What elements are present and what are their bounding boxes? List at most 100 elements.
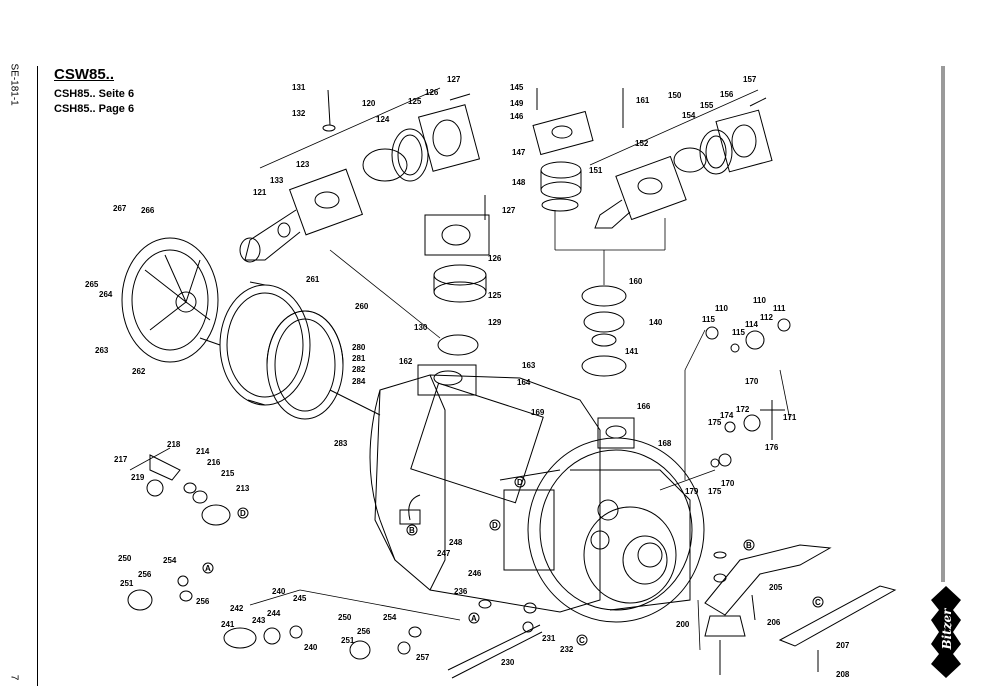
oil-separator-flange-assembly [532,88,594,212]
callout: 240 [272,587,286,596]
callout: 126 [488,254,502,263]
callout: 280 [352,343,366,352]
callout: 242 [230,604,244,613]
view-marker: C [579,636,585,645]
callout: 232 [560,645,574,654]
callout: 248 [449,538,463,547]
callout: 231 [542,634,556,643]
callout: 262 [132,367,146,376]
page-title: CSW85.. [54,66,115,83]
exploded-parts-drawing: 131 132 120 124 125 126 127 123 133 121 … [85,75,897,679]
callout: 256 [357,627,371,636]
callout: 247 [437,549,451,558]
callout: 110 [715,304,728,313]
callout: 157 [743,75,757,84]
subtitle-german: CSH85.. Seite 6 [54,88,135,100]
left-margin-rule [37,66,38,686]
callout: 283 [334,439,348,448]
callout: 230 [501,658,515,667]
callout: 162 [399,357,413,366]
view-marker-circles [202,476,824,646]
view-marker: C [815,598,821,607]
upper-left-flange-assembly [239,89,481,263]
callout: 151 [589,166,603,175]
callout: 163 [522,361,536,370]
callout: 250 [118,554,132,563]
view-marker: D [517,478,523,487]
callout: 213 [236,484,250,493]
callout: 208 [836,670,850,679]
view-marker: A [205,564,211,573]
callout: 140 [649,318,663,327]
callout: 111 [773,304,786,313]
bearing-flange-assembly [121,237,381,420]
view-marker: B [409,526,415,535]
callout: 218 [167,440,181,449]
callout: 145 [510,83,524,92]
upper-right-flange-assembly [594,88,773,229]
lower-left-fittings [127,454,543,679]
callout: 243 [252,616,266,625]
view-marker: B [746,541,752,550]
callout: 170 [745,377,759,386]
callout: 146 [510,112,524,121]
callout: 120 [362,99,376,108]
discharge-flange-assembly [424,195,490,356]
callout: 133 [270,176,284,185]
callout: 127 [447,75,461,84]
callout: 169 [531,408,545,417]
callout: 150 [668,91,682,100]
callout: 215 [221,469,235,478]
callout: 130 [414,323,428,332]
callout: 114 [745,320,758,329]
callout: 112 [760,313,773,322]
mounting-feet [704,544,897,675]
bitzer-logo: Bitzer [931,586,961,678]
callout: 219 [131,473,145,482]
callout: 261 [306,275,320,284]
callout: 132 [292,109,306,118]
callout: 155 [700,101,714,110]
callout: 217 [114,455,128,464]
callout: 281 [352,354,366,363]
callout: 115 [702,315,715,324]
callout: 250 [338,613,352,622]
callout: 245 [293,594,307,603]
callout: 126 [425,88,439,97]
callout: 168 [658,439,672,448]
view-marker: A [471,614,477,623]
oil-valve-assembly [581,285,627,377]
callout: 176 [765,443,779,452]
callout: 251 [120,579,134,588]
document-code-text: SE-181-1 [8,63,20,106]
callout: 148 [512,178,526,187]
callout: 154 [682,111,696,120]
view-marker: D [240,509,246,518]
callout: 257 [416,653,430,662]
callout: 175 [708,487,722,496]
callout: 179 [685,487,699,496]
callout-labels: 131 132 120 124 125 126 127 123 133 121 … [85,75,850,679]
page-number: 7 [8,674,20,681]
callout: 164 [517,378,531,387]
callout: 244 [267,609,281,618]
callout: 256 [196,597,210,606]
callout: 282 [352,365,366,374]
logo-wordmark: Bitzer [940,608,954,650]
callout: 260 [355,302,369,311]
callout: 174 [720,411,734,420]
callout: 206 [767,618,781,627]
callout: 141 [625,347,639,356]
callout: 124 [376,115,390,124]
callout: 236 [454,587,468,596]
callout: 251 [341,636,355,645]
callout: 241 [221,620,235,629]
callout: 284 [352,377,366,386]
callout: 127 [502,206,516,215]
callout: 256 [138,570,152,579]
callout: 121 [253,188,267,197]
callout: 265 [85,280,99,289]
document-code: SE-181-1 [6,63,22,126]
callout: 216 [207,458,221,467]
callout: 263 [95,346,109,355]
